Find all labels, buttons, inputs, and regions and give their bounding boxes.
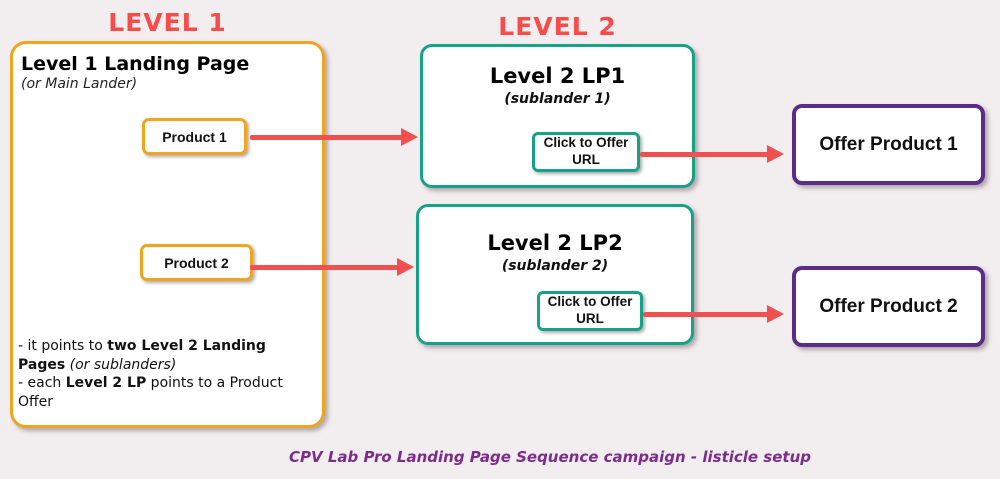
arrow-shaft	[250, 134, 406, 140]
level1-box-subtitle: (or Main Lander)	[21, 76, 138, 92]
level2-lp2-subtitle: (sublander 2)	[501, 258, 609, 274]
offer-product1-box: Offer Product 1	[792, 104, 985, 185]
level1-landing-page-box	[10, 41, 325, 428]
level2-lp1-title: Level 2 LP1	[489, 64, 626, 88]
arrow-shaft	[643, 311, 772, 317]
arrowhead-icon	[767, 145, 784, 163]
level2-heading: LEVEL 2	[498, 12, 617, 41]
product2-button[interactable]: Product 2	[140, 244, 253, 281]
arrowhead-icon	[767, 305, 784, 323]
lp2-click-to-offer-url-button[interactable]: Click to Offer URL	[537, 291, 643, 331]
level2-lp2-title: Level 2 LP2	[487, 231, 623, 255]
arrow-product2-to-lp2	[250, 257, 414, 277]
arrow-lp2-to-offer2	[643, 304, 784, 324]
offer-product2-box: Offer Product 2	[792, 266, 985, 347]
product1-button[interactable]: Product 1	[142, 118, 247, 155]
arrow-shaft	[640, 151, 772, 157]
arrow-product1-to-lp1	[250, 127, 418, 147]
lp1-click-to-offer-url-button[interactable]: Click to Offer URL	[532, 132, 640, 172]
arrowhead-icon	[401, 128, 418, 146]
note-line-2: - each Level 2 LP points to a Product Of…	[18, 375, 283, 410]
diagram-caption: CPV Lab Pro Landing Page Sequence campai…	[289, 448, 811, 466]
note-line-1: - it points to two Level 2 Landing Pages…	[18, 338, 266, 373]
arrow-shaft	[250, 264, 402, 270]
arrow-lp1-to-offer1	[640, 144, 784, 164]
level1-heading: LEVEL 1	[108, 8, 227, 37]
level2-lp1-subtitle: (sublander 1)	[504, 91, 611, 107]
arrowhead-icon	[397, 258, 414, 276]
level2-lp2-box	[416, 204, 694, 345]
level1-notes: - it points to two Level 2 Landing Pages…	[18, 337, 316, 411]
level1-box-title: Level 1 Landing Page	[21, 53, 250, 75]
